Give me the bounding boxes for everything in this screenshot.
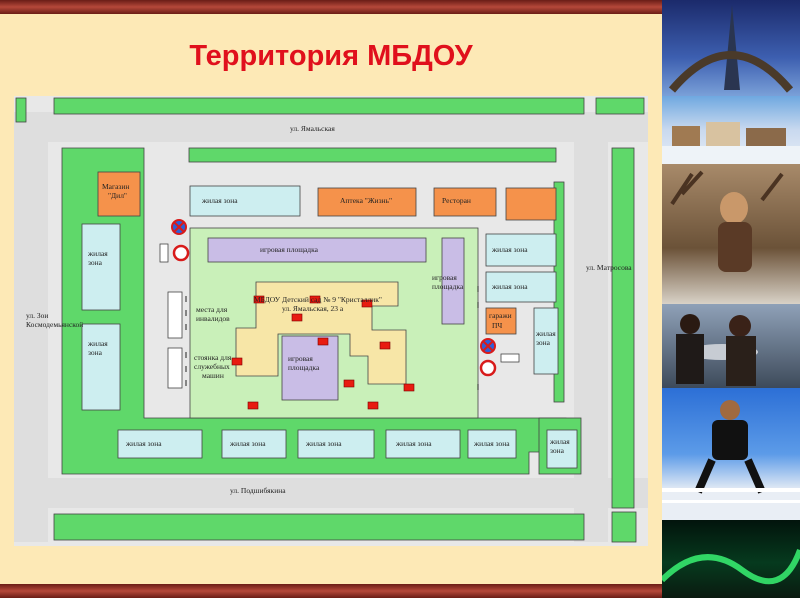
playground-center-label-line2: площадка: [288, 363, 320, 372]
residential-label: жилая зона: [230, 439, 266, 448]
photo-strip: [662, 0, 800, 598]
residential-zone: [467, 429, 517, 459]
street-podshibyakina: ул. Подшибякина: [230, 486, 286, 495]
one-way-sign-right: [500, 353, 520, 363]
street-zoya-line1: ул. Зои: [26, 311, 49, 320]
pharmacy-label: Аптека "Жизнь": [340, 196, 393, 205]
residential-label-line2: зона: [88, 348, 103, 357]
street-yamalskaya: ул. Ямальская: [290, 124, 335, 133]
kindergarten-address: ул. Ямальская, 23 а: [282, 304, 344, 313]
residential-label-line2: зона: [550, 446, 565, 455]
residential-zone: [117, 429, 203, 459]
shop-building: [97, 171, 141, 217]
green-strip: [53, 97, 585, 115]
residential-zone: [533, 307, 559, 375]
photo-city: [662, 96, 800, 164]
residential-label: жилая зона: [474, 439, 510, 448]
residential-label: жилая зона: [492, 282, 528, 291]
green-strip: [611, 147, 635, 509]
green-strip: [595, 97, 645, 115]
playground-right-label-line2: площадка: [432, 282, 464, 291]
residential-label-line1: жилая: [88, 249, 108, 258]
residential-label-line1: жилая: [550, 437, 570, 446]
garage-label-line2: ПЧ: [492, 321, 503, 330]
road-zoya: [14, 112, 48, 542]
residential-zone: [297, 429, 375, 459]
residential-zone: [81, 323, 121, 411]
no-entry-sign-right: [479, 359, 497, 377]
kindergarten-name: МБДОУ Детский сад № 9 "Кристаллик": [254, 295, 382, 304]
residential-label-line2: зона: [536, 338, 551, 347]
residential-label-line1: жилая: [536, 329, 556, 338]
playground-center: [281, 335, 339, 401]
playground-right-label-line1: игровая: [432, 273, 457, 282]
playground-long: [207, 237, 427, 263]
bottom-decor-band: [0, 584, 800, 598]
residential-label: жилая зона: [126, 439, 162, 448]
restaurant-building: [433, 187, 497, 217]
shop-label-line2: "Дил": [108, 191, 127, 200]
green-strip: [53, 513, 585, 541]
one-way-sign-left: [159, 243, 169, 263]
road-podshibyakina: [14, 478, 648, 508]
orange-building: [505, 187, 557, 221]
residential-zone: [485, 271, 557, 303]
street-zoya-line2: Космодемьянской: [26, 320, 84, 329]
map-drawing: [14, 96, 648, 546]
photo-child-reindeer: [662, 164, 800, 304]
playground-right: [441, 237, 465, 325]
photo-fishermen: [662, 304, 800, 388]
photo-monument: [662, 0, 800, 96]
garage-building: [485, 307, 517, 335]
page-title: Территория МБДОУ: [189, 40, 473, 72]
fence-ticks: [185, 286, 479, 390]
residential-label: жилая зона: [202, 196, 238, 205]
residential-zone: [189, 185, 301, 217]
green-strip: [611, 511, 637, 543]
residential-label: жилая зона: [306, 439, 342, 448]
shop-label-line1: Магазин: [102, 182, 130, 191]
top-decor-band: [0, 0, 800, 14]
residential-label-line2: зона: [88, 258, 103, 267]
green-strip: [15, 97, 27, 123]
no-stopping-sign-right: [480, 338, 496, 354]
playground-long-label: игровая площадка: [260, 245, 318, 254]
territory-map: ул. Ямальская ул. Матросова ул. Подшибяк…: [14, 96, 648, 546]
residential-zone: [485, 233, 557, 267]
residential-zone: [546, 429, 578, 469]
service-parking-label-line1: стоянка для: [194, 353, 232, 362]
photo-athlete: [662, 388, 800, 520]
garage-label-line1: гаражи: [489, 311, 512, 320]
road-yamalskaya: [14, 112, 648, 142]
service-parking-label-line3: машин: [202, 371, 224, 380]
green-strip: [188, 147, 557, 163]
red-markers: [231, 295, 415, 410]
no-entry-sign-left: [172, 244, 190, 262]
residential-label: жилая зона: [492, 245, 528, 254]
restaurant-label: Ресторан: [442, 196, 471, 205]
disabled-parking-label-line1: места для: [196, 305, 228, 314]
disabled-parking-label-line2: инвалидов: [196, 314, 230, 323]
playground-center-label-line1: игровая: [288, 354, 313, 363]
residential-zone: [81, 223, 121, 311]
residential-zone: [385, 429, 461, 459]
disabled-parking: [167, 291, 183, 339]
road-matrosova: [574, 112, 608, 542]
service-parking: [167, 347, 183, 389]
pharmacy-building: [317, 187, 417, 217]
service-parking-label-line2: служебных: [194, 362, 230, 371]
street-matrosova: ул. Матросова: [586, 263, 632, 272]
residential-label-line1: жилая: [88, 339, 108, 348]
residential-zone: [221, 429, 287, 459]
residential-label: жилая зона: [396, 439, 432, 448]
photo-aurora: [662, 520, 800, 598]
no-stopping-sign-left: [171, 219, 187, 235]
